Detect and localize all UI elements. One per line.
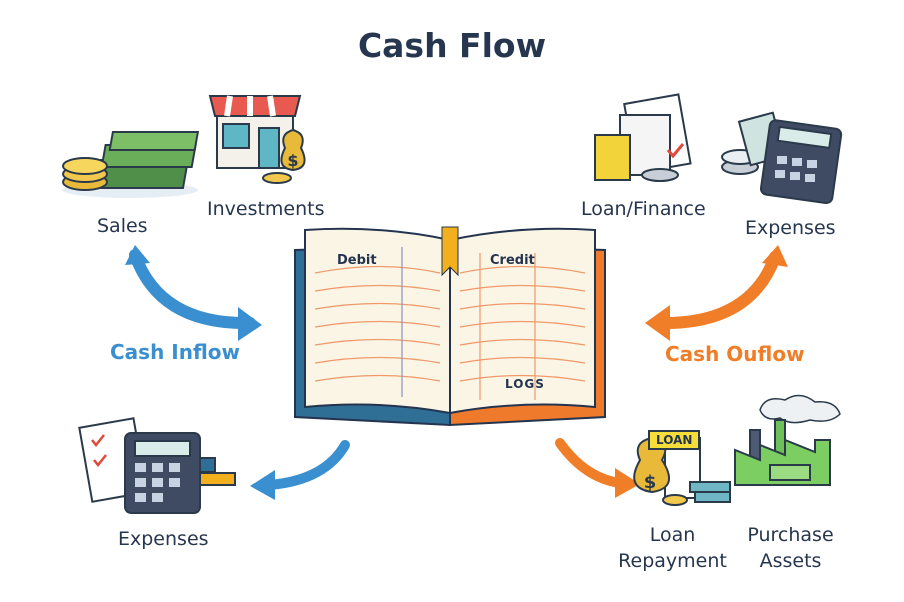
debit-heading: Debit	[337, 253, 377, 268]
loan-repayment-label: Loan Repayment	[610, 522, 735, 574]
outflow-arrow-icon	[645, 245, 788, 341]
storefront-icon: $	[208, 95, 306, 184]
documents-icon	[594, 93, 692, 182]
purchase-assets-label: Purchase Assets	[733, 522, 848, 574]
sales-label: Sales	[97, 215, 148, 237]
logs-stamp: LOGS	[505, 377, 545, 391]
investments-label: Investments	[207, 198, 325, 220]
calculator-checklist-icon	[78, 417, 236, 514]
factory-icon	[734, 394, 841, 486]
cash-stack-icon	[62, 131, 200, 198]
page-title: Cash Flow	[357, 26, 547, 65]
loan-repayment-line1: Loan	[649, 524, 696, 546]
expenses-top-label: Expenses	[745, 217, 836, 239]
svg-text:$: $	[287, 151, 298, 170]
purchase-assets-line2: Assets	[759, 550, 822, 572]
expenses-bottom-label: Expenses	[118, 528, 209, 550]
purchase-assets-line1: Purchase	[747, 524, 834, 546]
ledger-book: Debit Credit LOGS	[290, 225, 610, 430]
loan-repayment-line2: Repayment	[618, 550, 727, 572]
svg-text:$: $	[644, 472, 657, 493]
loan-badge: LOAN	[648, 430, 701, 450]
inflow-arrow-icon	[125, 245, 262, 341]
credit-heading: Credit	[490, 253, 535, 268]
money-bag-icon: $ LOAN	[620, 420, 735, 515]
loan-finance-label: Loan/Finance	[581, 198, 706, 220]
repayment-arrow-icon	[555, 438, 640, 498]
cash-inflow-label: Cash Inflow	[110, 340, 240, 364]
cash-outflow-label: Cash Ouflow	[665, 342, 805, 366]
expense-arrow-icon	[250, 440, 350, 500]
calculator-icon	[721, 111, 843, 205]
